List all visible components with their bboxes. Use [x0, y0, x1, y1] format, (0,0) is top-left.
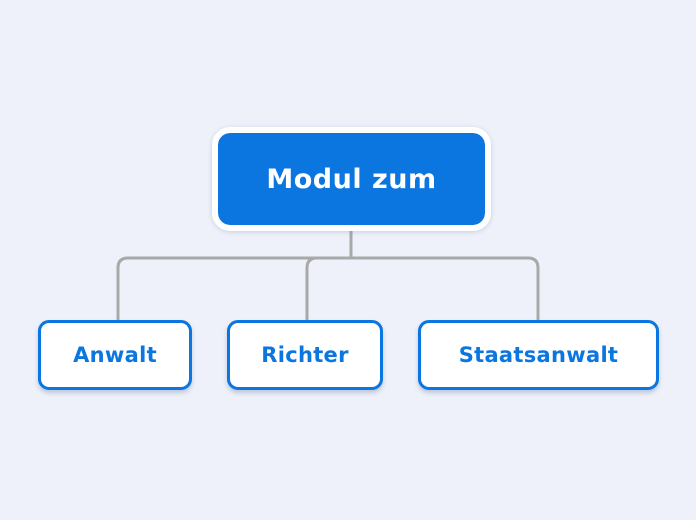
child-node-label: Anwalt: [73, 343, 157, 367]
connector-to-staatsanwalt: [351, 256, 540, 322]
root-node[interactable]: Modul zum: [212, 127, 491, 231]
child-node-richter[interactable]: Richter: [227, 320, 383, 390]
child-node-label: Richter: [261, 343, 349, 367]
child-node-anwalt[interactable]: Anwalt: [38, 320, 192, 390]
root-node-label: Modul zum: [266, 163, 437, 195]
child-node-label: Staatsanwalt: [458, 343, 619, 367]
child-node-staatsanwalt[interactable]: Staatsanwalt: [418, 320, 659, 390]
connector-to-richter: [305, 256, 351, 322]
connector-to-anwalt: [116, 256, 351, 322]
